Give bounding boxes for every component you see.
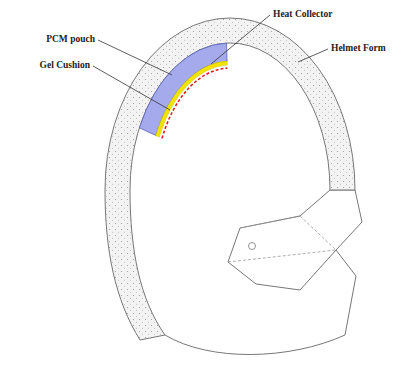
part-label: PCM pouch <box>46 34 95 44</box>
leader-line <box>98 40 172 75</box>
leader-line <box>211 15 270 64</box>
helmet-edge-lines <box>228 216 336 262</box>
helmet-rivet <box>249 243 256 250</box>
helmet-form-shell <box>105 18 355 340</box>
part-label: Gel Cushion <box>40 60 90 70</box>
leader-line <box>298 49 328 62</box>
gel-cushion <box>162 68 227 138</box>
part-label: Heat Collector <box>273 9 332 19</box>
helmet-lower-part <box>165 190 362 355</box>
part-label: Helmet Form <box>331 43 386 53</box>
leader-line <box>93 66 170 110</box>
